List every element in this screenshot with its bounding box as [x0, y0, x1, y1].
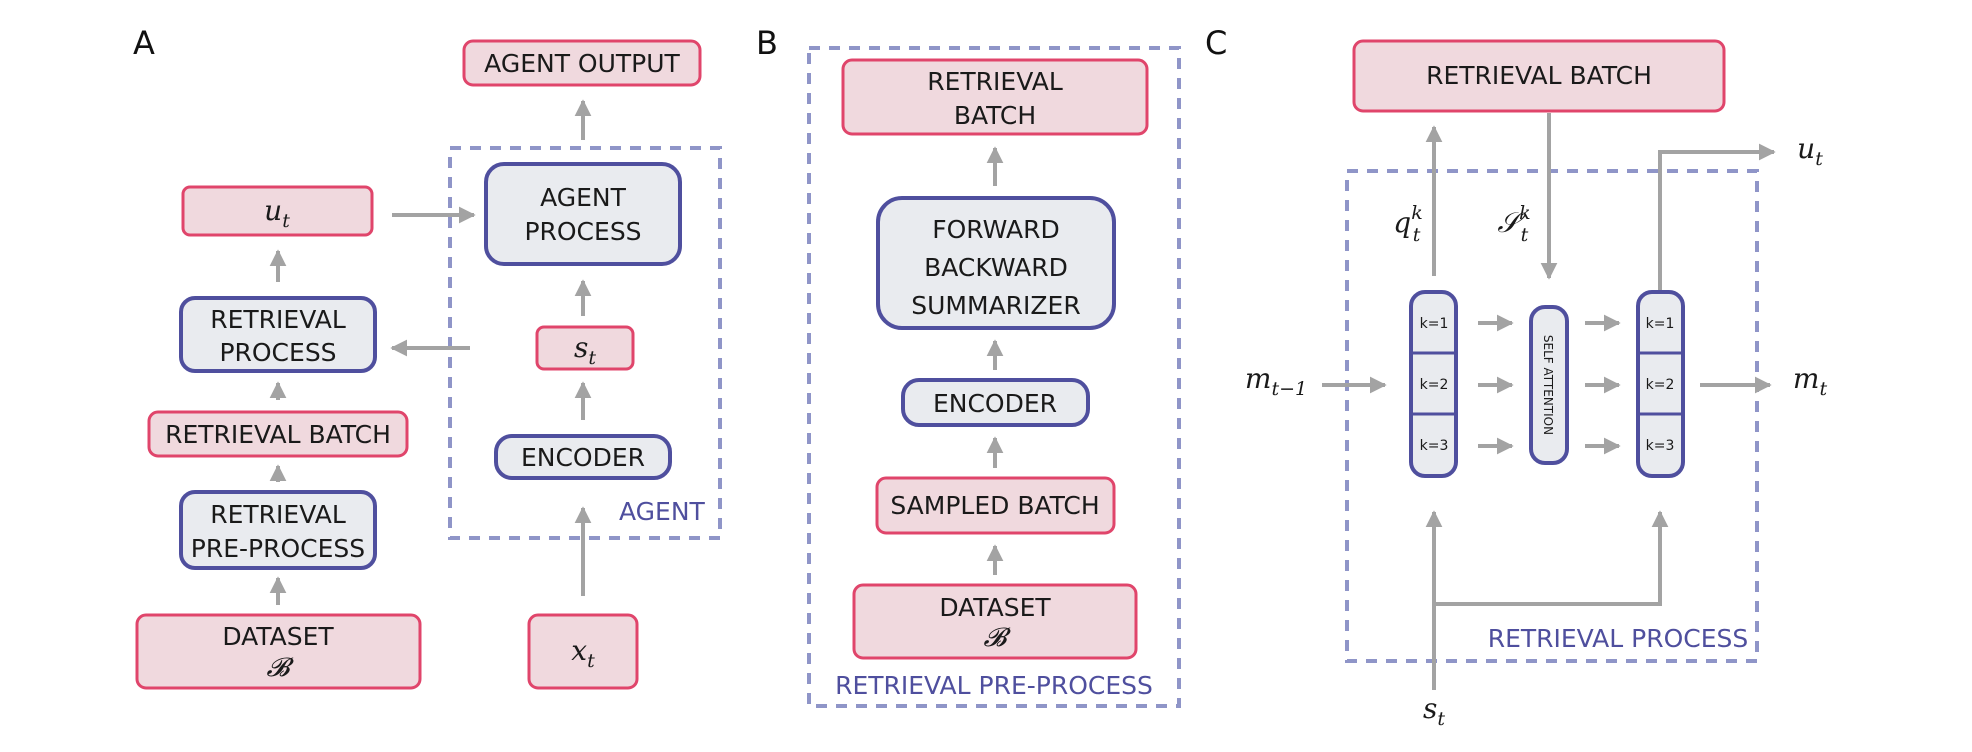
left-k3: k=3 [1420, 438, 1449, 454]
x-t-label: xt [571, 634, 595, 672]
u-t-label-c: ut [1797, 132, 1823, 170]
agent-region-label: AGENT [619, 497, 706, 526]
agent-output-label: AGENT OUTPUT [484, 49, 680, 78]
s-t-label: st [574, 331, 596, 369]
left-k1: k=1 [1420, 316, 1449, 332]
arrow-to-ut [1658, 143, 1776, 290]
agent-process-box: AGENT PROCESS [484, 162, 682, 266]
sampled-batch-label: SAMPLED BATCH [890, 491, 1099, 520]
right-k-stack: k=1 k=2 k=3 [1636, 290, 1685, 478]
retrieval-pre-process-box: RETRIEVAL PRE-PROCESS [179, 490, 377, 570]
summarizer-box: FORWARD BACKWARD SUMMARIZER [876, 196, 1116, 330]
panel-a-label: A [133, 24, 155, 62]
u-t-label: ut [264, 194, 290, 232]
retrieval-batch-box-b: RETRIEVAL BATCH [841, 58, 1149, 136]
agent-output-box: AGENT OUTPUT [462, 39, 702, 87]
retrieval-process-line2: PROCESS [219, 338, 336, 367]
retrieval-process-box: RETRIEVAL PROCESS [179, 296, 377, 373]
retrieval-pre-process-line2: PRE-PROCESS [191, 534, 365, 563]
right-k2: k=2 [1646, 377, 1675, 393]
m-t-label: mt [1793, 362, 1828, 400]
s-t-box: st [535, 325, 635, 371]
panel-c-label: C [1205, 24, 1227, 62]
retrieval-batch-box: RETRIEVAL BATCH [147, 410, 409, 458]
encoder-box-b: ENCODER [901, 378, 1090, 427]
encoder-box-a: ENCODER [494, 434, 672, 480]
retrieval-pre-process-region-label: RETRIEVAL PRE-PROCESS [835, 671, 1153, 700]
right-k3: k=3 [1646, 438, 1675, 454]
summarizer-line3: SUMMARIZER [911, 291, 1080, 320]
arrow-st-to-right-stack [1434, 510, 1669, 606]
left-k-stack: k=1 k=2 k=3 [1409, 290, 1458, 478]
retrieval-process-line1: RETRIEVAL [210, 305, 346, 334]
summarizer-line1: FORWARD [932, 215, 1060, 244]
agent-region [448, 146, 722, 540]
retrieval-process-region [1345, 169, 1759, 663]
summarizer-line2: BACKWARD [924, 253, 1068, 282]
panel-b-label: B [756, 24, 778, 62]
encoder-label-a: ENCODER [521, 443, 645, 472]
sampled-batch-box: SAMPLED BATCH [875, 476, 1116, 535]
retrieval-batch-box-c: RETRIEVAL BATCH [1352, 39, 1726, 113]
agent-process-line1: AGENT [540, 183, 627, 212]
retrieval-batch-b-line1: RETRIEVAL [927, 67, 1063, 96]
s-t-label-c: st [1423, 692, 1445, 730]
retrieval-batch-b-line2: BATCH [954, 101, 1036, 130]
retrieval-batch-label: RETRIEVAL BATCH [165, 420, 391, 449]
encoder-label-b: ENCODER [933, 389, 1057, 418]
dataset-box-b: DATASET 𝓑 [852, 583, 1138, 660]
retrieval-process-region-label: RETRIEVAL PROCESS [1488, 624, 1749, 653]
x-t-box: xt [527, 613, 639, 690]
retrieval-batch-c-label: RETRIEVAL BATCH [1426, 61, 1652, 90]
retrieval-pre-process-line1: RETRIEVAL [210, 500, 346, 529]
self-attention-block: SELF ATTENTION [1529, 305, 1569, 465]
left-k2: k=2 [1420, 377, 1449, 393]
self-attention-label: SELF ATTENTION [1541, 335, 1555, 435]
agent-process-line2: PROCESS [524, 217, 641, 246]
dataset-label-b: DATASET [939, 593, 1051, 622]
u-t-box: ut [181, 185, 374, 237]
dataset-box-a: DATASET 𝓑 [135, 613, 422, 690]
right-k1: k=1 [1646, 316, 1675, 332]
m-prev-label: mt−1 [1245, 362, 1307, 400]
retrieval-pre-process-region [807, 46, 1181, 708]
dataset-label-a: DATASET [222, 622, 334, 651]
